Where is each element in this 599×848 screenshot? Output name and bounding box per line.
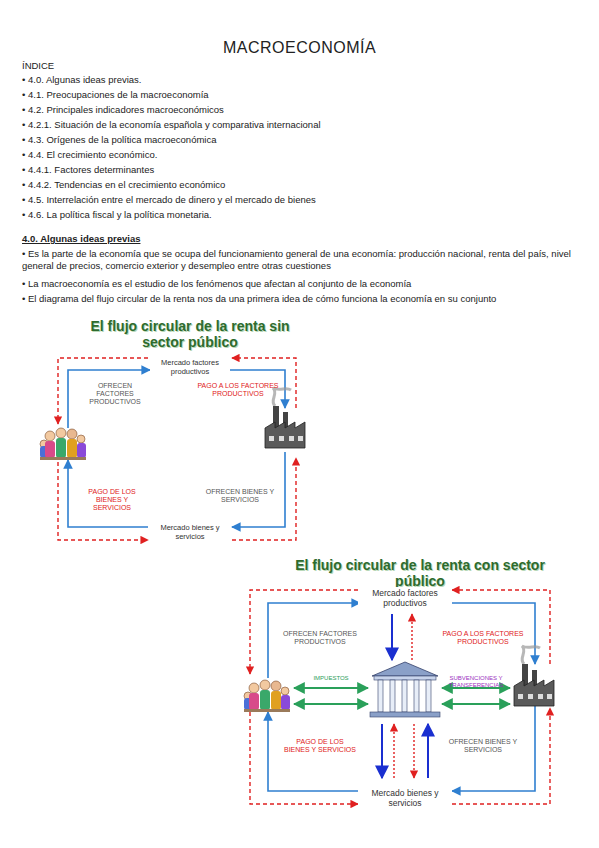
flow-label: SUBVENCIONES Y TRANSFERENCIAS — [444, 675, 508, 689]
index-item: • 4.0. Algunas ideas previas. — [22, 74, 582, 86]
market-box: Mercado bienes y servicios — [358, 787, 452, 809]
flow-label: PAGO A LOS FACTORES PRODUCTIVOS — [197, 382, 279, 398]
flow-label: OFRECEN FACTORES PRODUCTIVOS — [280, 630, 360, 646]
market-box: Mercado factores productivos — [150, 357, 230, 377]
flow-label: OFRECEN FACTORES PRODUCTIVOS — [79, 382, 151, 406]
bullet-text: • Es la parte de la economía que se ocup… — [22, 248, 582, 272]
flow-label: PAGO DE LOS BIENES Y SERVICIOS — [284, 738, 356, 754]
market-name: Mercado factores productivos — [361, 588, 449, 608]
market-box: Mercado bienes y servicios — [150, 522, 230, 542]
index-item: • 4.4. El crecimiento económico. — [22, 149, 582, 161]
flow-label: PAGO DE LOS BIENES Y SERVICIOS — [77, 488, 147, 512]
index-item: • 4.4.2. Tendencias en el crecimiento ec… — [22, 179, 582, 191]
factory-icon — [265, 388, 305, 448]
flow-label: PAGO A LOS FACTORES PRODUCTIVOS — [440, 630, 526, 646]
section-heading: 4.0. Algunas ideas previas — [22, 233, 322, 245]
flow-loop — [244, 590, 554, 804]
index-heading: ÍNDICE — [22, 60, 222, 72]
flow-label: OFRECEN BIENES Y SERVICIOS — [445, 738, 521, 754]
flow-label: IMPUESTOS — [301, 675, 361, 682]
factory-icon — [514, 646, 554, 706]
index-item: • 4.1. Preocupaciones de la macroeconomí… — [22, 89, 582, 101]
market-box: Mercado factores productivos — [358, 587, 452, 609]
government-building — [370, 662, 440, 717]
bullet-text: • La macroeconomía es el estudio de los … — [22, 278, 582, 290]
page-title: MACROECONOMÍA — [0, 38, 599, 58]
market-name: Mercado bienes y servicios — [361, 788, 449, 808]
diagram-title: El flujo circular de la renta sin sector… — [70, 318, 310, 350]
index-item: • 4.2.1. Situación de la economía españo… — [22, 119, 582, 131]
family-icon — [244, 680, 290, 712]
diagram-title: El flujo circular de la renta con sector… — [295, 557, 545, 589]
index-item: • 4.4.1. Factores determinantes — [22, 164, 582, 176]
index-item: • 4.3. Orígenes de la política macroecon… — [22, 134, 582, 146]
flow-label: OFRECEN BIENES Y SERVICIOS — [204, 488, 276, 504]
flow-loop — [40, 358, 305, 540]
index-item: • 4.5. Interrelación entre el mercado de… — [22, 194, 582, 206]
family-icon — [40, 428, 86, 460]
index-item: • 4.2. Principales indicadores macroecon… — [22, 104, 582, 116]
market-name: Mercado bienes y servicios — [153, 523, 227, 541]
market-name: Mercado factores productivos — [153, 358, 227, 376]
index-item: • 4.6. La política fiscal y la política … — [22, 209, 582, 221]
bullet-text: • El diagrama del flujo circular de la r… — [22, 293, 582, 305]
